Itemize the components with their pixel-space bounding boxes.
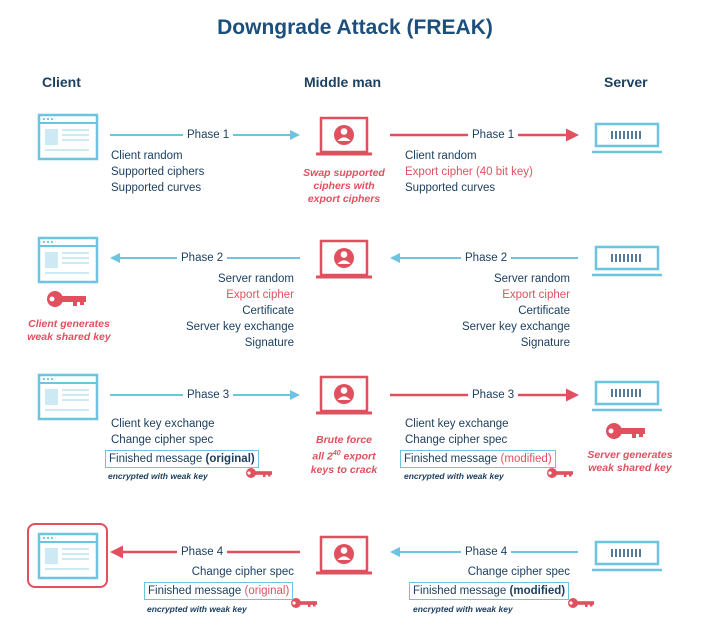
message-item: Change cipher spec [467,566,570,578]
client-key-note: Client generates weak shared key [27,318,111,343]
message-item: Change cipher spec [111,434,214,446]
message-item: Signature [244,337,294,349]
phase-label: Phase 2 [461,251,512,265]
message-list: Client key exchange Change cipher spec [111,416,215,448]
server-icon [590,122,664,154]
column-header-server: Server [604,74,648,90]
attacker-laptop-icon [314,239,374,279]
phase-label: Phase 3 [468,388,519,402]
finished-message-box: Finished message (modified) [409,582,570,600]
message-list: Client random Export cipher (40 bit key)… [405,148,533,196]
key-icon [246,468,272,478]
phase-label: Phase 1 [468,128,519,142]
phase-label: Phase 2 [177,251,228,265]
phase-label: Phase 4 [177,545,228,559]
browser-window-icon [37,532,99,580]
encrypted-note: encrypted with weak key [413,604,513,614]
message-item: Client key exchange [405,418,509,430]
attacker-laptop-icon [314,116,374,156]
browser-window-icon [37,236,99,284]
finished-message-box: Finished message (original) [144,582,294,600]
phase-label: Phase 4 [461,545,512,559]
browser-window-icon [37,113,99,161]
key-icon [547,468,573,478]
server-icon [590,540,664,572]
middle-man-note: Swap supported ciphers with export ciphe… [303,167,385,205]
page-title: Downgrade Attack (FREAK) [217,16,493,39]
server-icon [590,380,664,412]
attacker-laptop-icon [314,375,374,415]
column-header-middle: Middle man [304,74,382,90]
message-item: Export cipher [502,289,570,301]
encrypted-note: encrypted with weak key [147,604,247,614]
message-item: Certificate [518,305,570,317]
message-item: Server random [217,273,294,285]
message-list: Client random Supported ciphers Supporte… [111,148,204,196]
message-item: Supported ciphers [111,166,205,178]
key-icon [291,598,317,608]
browser-window-icon [37,373,99,421]
message-item: Client key exchange [111,418,215,430]
key-icon [568,598,594,608]
message-list: Server random Export cipher Certificate … [150,271,294,351]
message-item: Client random [111,150,183,162]
message-item: Certificate [242,305,294,317]
message-item: Export cipher (40 bit key) [405,166,533,178]
message-item: Change cipher spec [405,434,508,446]
brute-force-note: Brute force all 240 export keys to crack [310,434,378,476]
phase-label: Phase 1 [183,128,234,142]
server-icon [590,245,664,277]
column-header-client: Client [42,74,81,90]
message-list: Client key exchange Change cipher spec [405,416,509,448]
message-item: Client random [405,150,477,162]
phase-label: Phase 3 [183,388,234,402]
message-item: Export cipher [226,289,294,301]
finished-message-box: Finished message (modified) [400,450,556,468]
message-item: Change cipher spec [191,566,294,578]
message-item: Server random [493,273,570,285]
message-item: Supported curves [405,182,496,194]
finished-message-box: Finished message (original) [105,450,259,468]
encrypted-note: encrypted with weak key [108,471,208,481]
message-item: Signature [520,337,570,349]
message-list: Server random Export cipher Certificate … [426,271,570,351]
encrypted-note: encrypted with weak key [404,471,504,481]
server-key-note: Server generates weak shared key [587,449,673,474]
key-icon [47,291,86,307]
message-item: Server key exchange [461,321,570,333]
message-item: Supported curves [111,182,202,194]
message-item: Server key exchange [185,321,294,333]
attacker-laptop-icon [314,535,374,575]
key-icon [606,423,645,439]
